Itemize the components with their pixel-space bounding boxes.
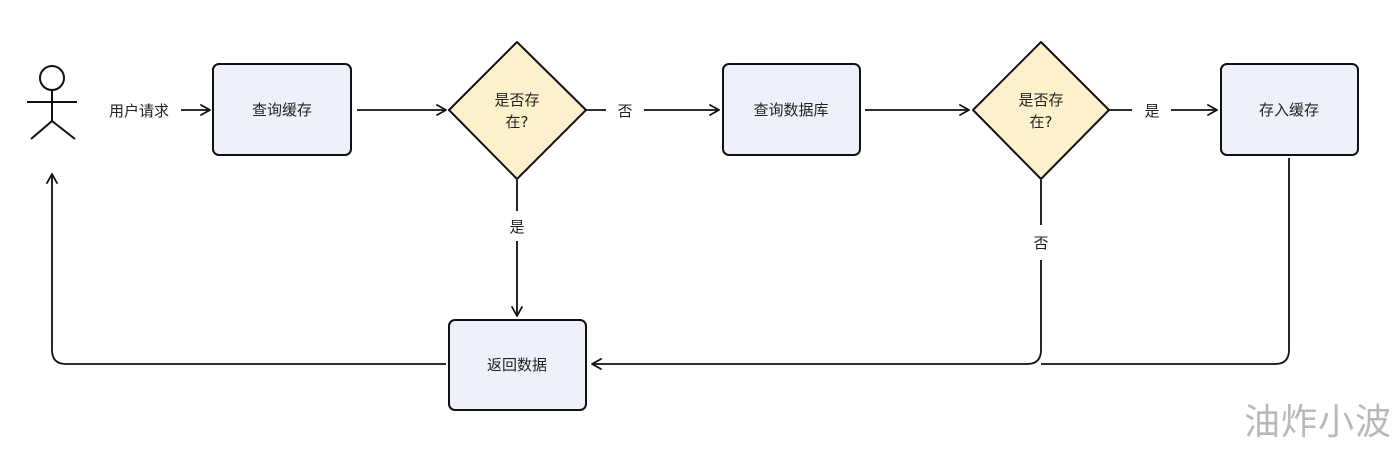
actor-label: 用户请求 [109,102,169,120]
node-store-cache: 存入缓存 [1220,63,1359,156]
decision-db-exists-line1: 是否存 [1018,91,1063,109]
node-query-db-label: 查询数据库 [753,101,828,119]
edge-label-db-no: 否 [1033,234,1048,252]
node-query-db: 查询数据库 [722,63,861,156]
node-return-data-label: 返回数据 [487,356,547,374]
edge-label-cache-yes: 是 [509,218,524,236]
edge-label-cache-no: 否 [617,102,632,120]
watermark: 油炸小波 [1243,402,1392,443]
decision-db-exists: 是否存 在? [972,41,1110,180]
decision-db-exists-line2: 在? [1030,113,1053,131]
node-query-cache: 查询缓存 [212,63,352,156]
decision-cache-exists: 是否存 在? [448,41,587,180]
edge-label-db-yes: 是 [1144,102,1159,120]
node-store-cache-label: 存入缓存 [1259,101,1319,119]
edge-return-to-user [46,173,446,365]
node-query-cache-label: 查询缓存 [252,101,312,119]
node-return-data: 返回数据 [448,319,587,411]
edge-store-to-return [1041,158,1290,365]
decision-cache-exists-line1: 是否存 [494,91,539,109]
edges [46,104,1290,370]
decision-cache-exists-line2: 在? [506,113,529,131]
edge-db-decision-no-seg2 [591,260,1042,370]
user-actor-icon [27,65,77,140]
